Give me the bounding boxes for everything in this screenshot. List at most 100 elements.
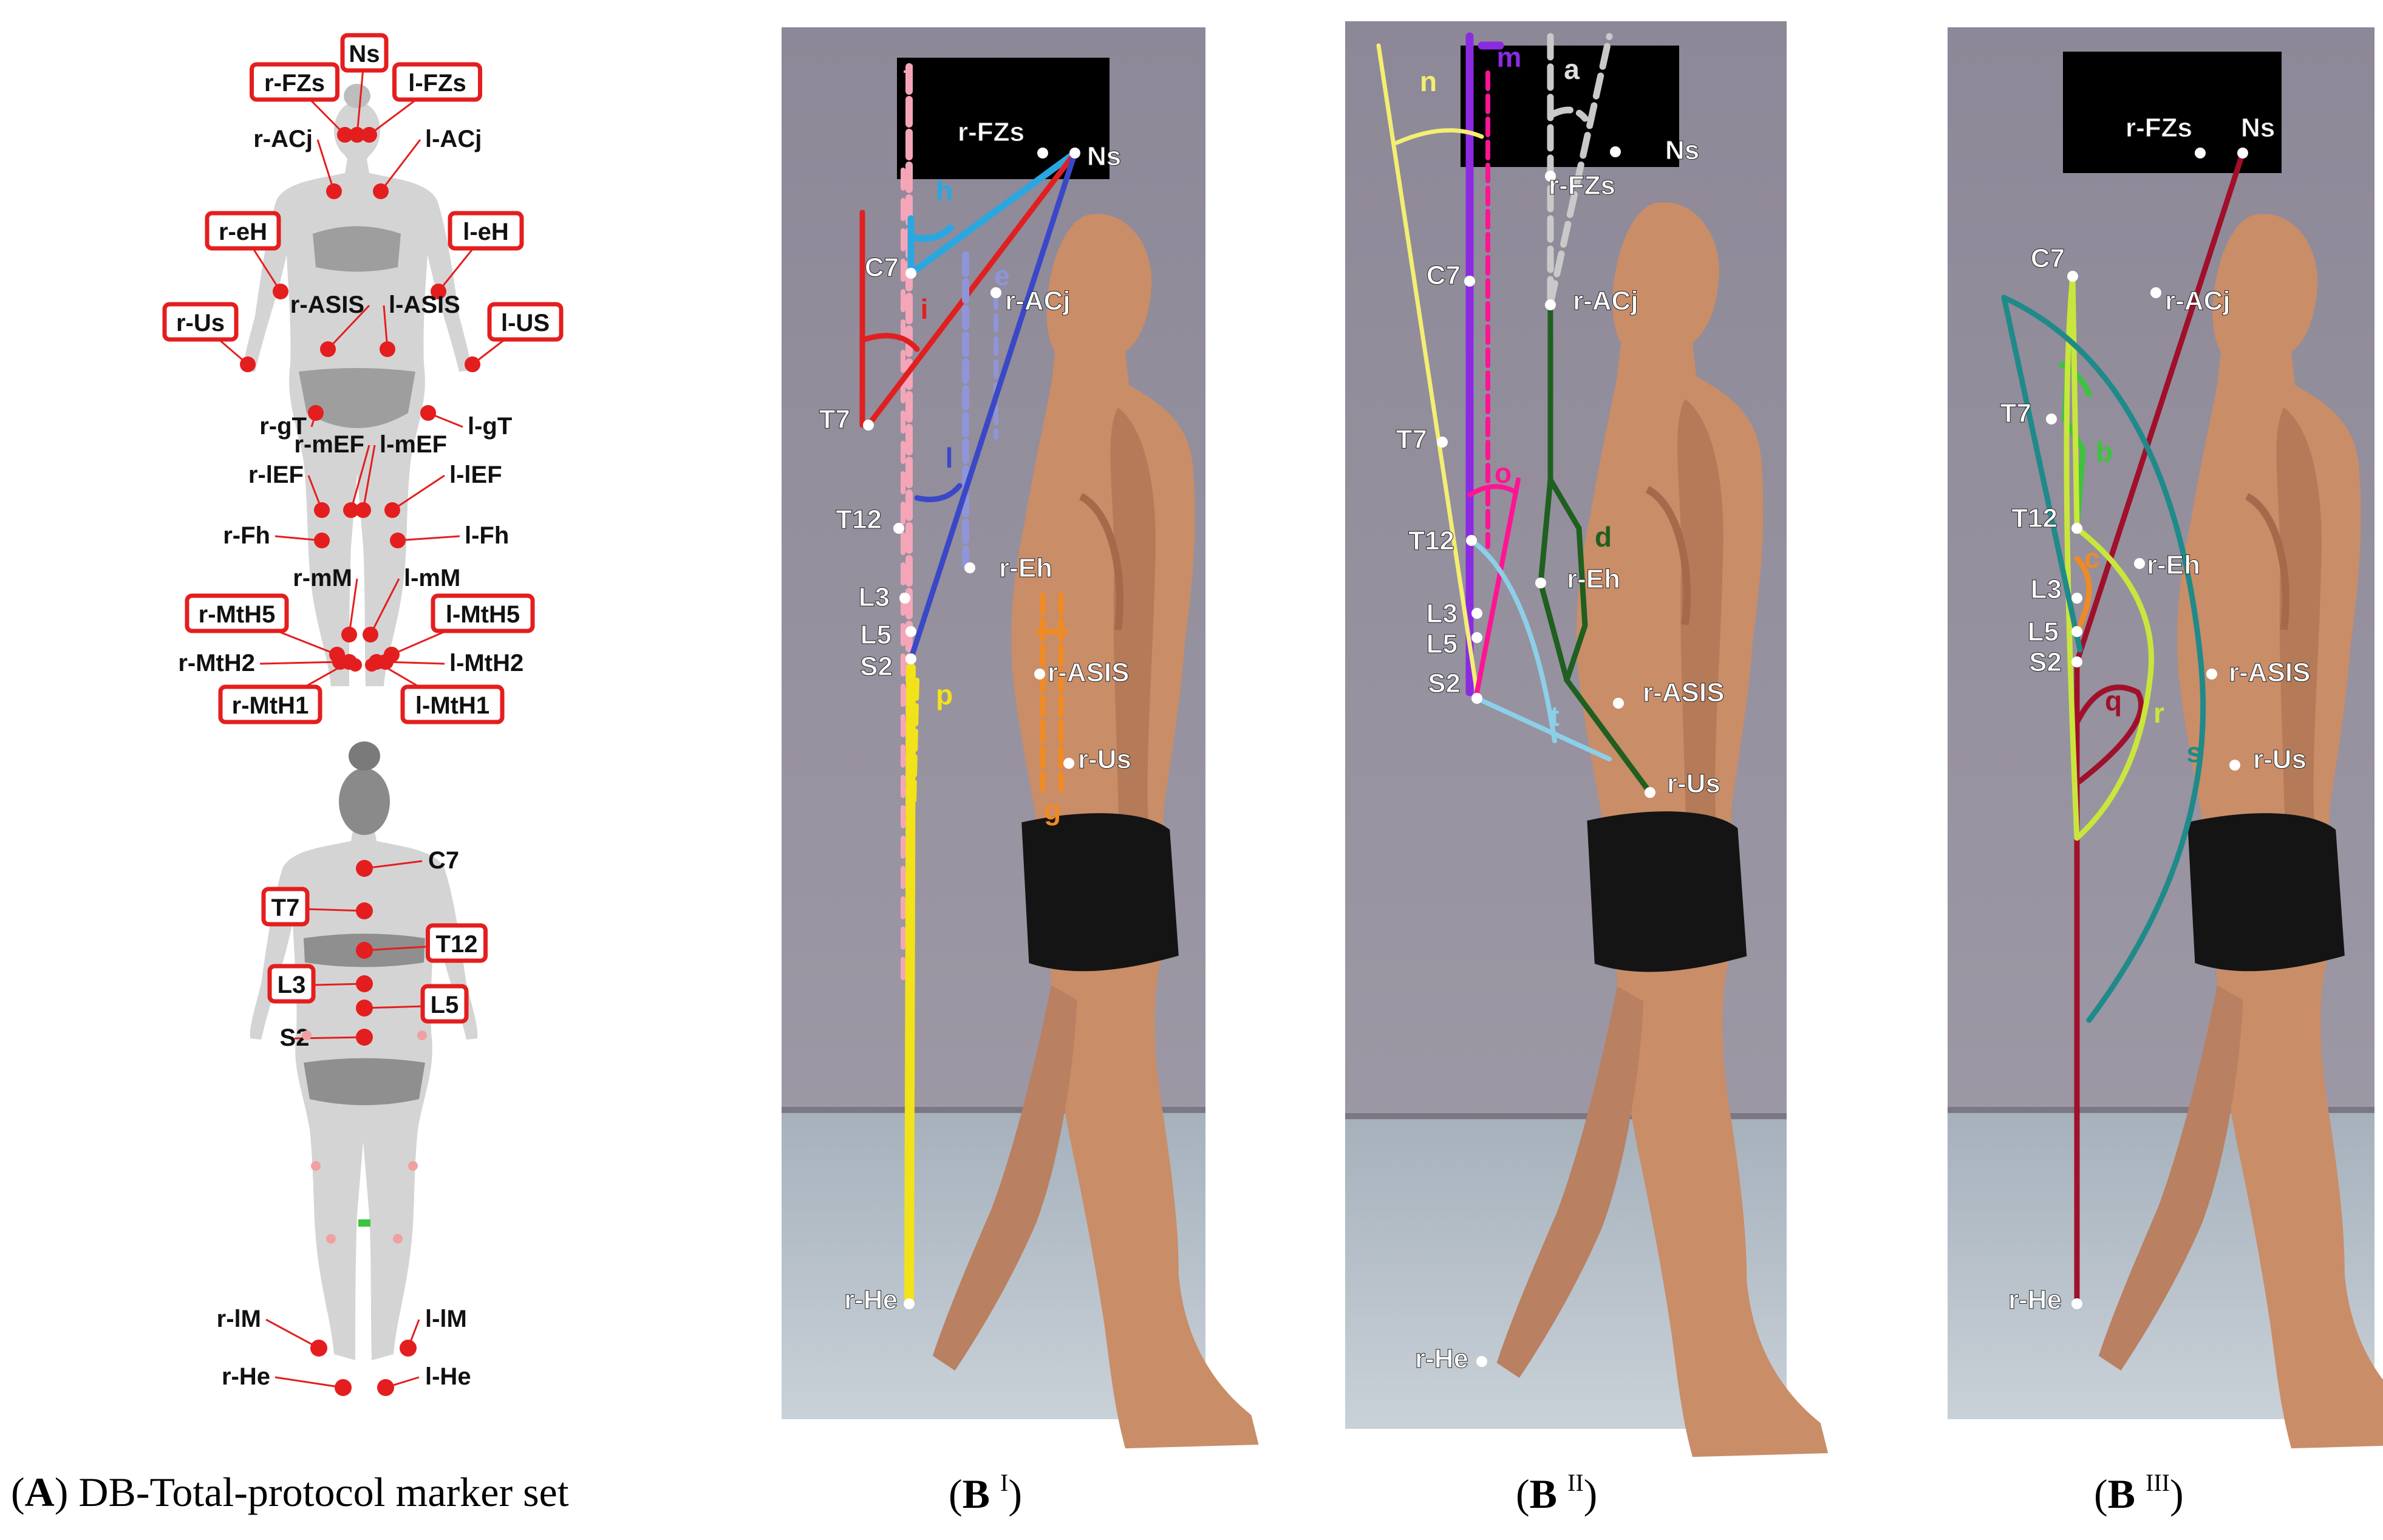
panel-b1-label-Ns: Ns <box>1087 141 1121 171</box>
panel-b3-person <box>2098 214 2383 1449</box>
panel-b3-arm <box>2276 407 2322 930</box>
leader-r-gT <box>310 412 317 428</box>
panel-b2-label-r-FZs: r-FZs <box>1549 171 1615 200</box>
panel-b2-shade <box>1645 486 1691 625</box>
panel-b2-marker-r-He <box>1476 1356 1487 1367</box>
panel-b3-marker-r-FZs <box>2195 148 2206 158</box>
panel-b2-label-C7: C7 <box>1427 261 1461 290</box>
label-C7: C7 <box>428 847 459 874</box>
panel-b3-shorts <box>2187 813 2345 972</box>
panel-b2-marker-r-Eh <box>1535 578 1546 588</box>
leader-l-ACj <box>380 139 421 192</box>
label-r-gT: r-gT <box>259 413 307 440</box>
panel-b2-param-t: t <box>1550 700 1559 732</box>
panel-b3-marker-r-ASIS <box>2206 669 2217 680</box>
panel-b3-label-L3: L3 <box>2031 574 2062 604</box>
caption-a-text: DB-Total-protocol marker set <box>68 1469 569 1515</box>
panel-b3-marker-r-ACj <box>2150 287 2161 298</box>
front-body-silhouette <box>244 84 471 686</box>
label-l-MtH5: l-MtH5 <box>446 601 520 628</box>
back-body-silhouette <box>250 741 478 1360</box>
panel-b2-arm <box>1677 399 1723 930</box>
back-hair-bun <box>349 741 380 771</box>
label-l-MtH2: l-MtH2 <box>449 650 523 676</box>
panel-b2-marker-Ns <box>1610 146 1621 157</box>
label-T7-box <box>261 887 310 927</box>
panel-b2-marker-S2 <box>1471 693 1482 704</box>
panel-b3-marker-r-Eh <box>2134 558 2145 569</box>
panel-b2-baseboard <box>1345 1113 1787 1120</box>
panel-b2-label-r-ASIS: r-ASIS <box>1643 678 1724 707</box>
hair-bun <box>344 84 370 108</box>
label-r-ACj: r-ACj <box>253 126 313 152</box>
panel-b2-param-m: m <box>1497 41 1522 73</box>
panel-b3-back-leg <box>2098 985 2243 1371</box>
label-l-MtH1: l-MtH1 <box>415 692 489 719</box>
marker-back-minor-0 <box>302 1031 312 1040</box>
caption-b2: (B II) <box>1516 1469 1598 1517</box>
marker-back-minor-3 <box>408 1161 418 1171</box>
panel-b3-param-line-q <box>2074 684 2144 786</box>
panel-b2-marker-L5 <box>1471 632 1482 643</box>
panel-b3-marker-r-He <box>2071 1298 2082 1309</box>
caption-b3-letter: B <box>2107 1471 2136 1517</box>
label-r-MtH2: r-MtH2 <box>178 650 255 676</box>
panel-b1-label-C7: C7 <box>865 253 899 282</box>
panel-b1-label-r-ASIS: r-ASIS <box>1048 658 1129 687</box>
label-r-lEF: r-lEF <box>248 462 304 488</box>
panel-b3-marker-S2 <box>2071 656 2082 667</box>
panel-b2-label-r-Us: r-Us <box>1667 769 1720 799</box>
label-r-MtH5-box <box>185 593 289 633</box>
panel-b2-param-line-o <box>1467 477 1521 695</box>
panel-b3-label-r-ASIS: r-ASIS <box>2229 658 2310 687</box>
panel-b3-param-line-s <box>2001 295 2206 1023</box>
leader-l-lEF <box>392 474 445 511</box>
panel-b1-param-i: i <box>921 293 929 325</box>
panel-b2-marker-r-FZs <box>1545 171 1556 182</box>
panel-b1-label-T7: T7 <box>819 404 850 434</box>
panel-b3-param-r: r <box>2153 697 2164 729</box>
panel-b3-param-line-c <box>2074 556 2092 635</box>
caption-b2-letter: B <box>1529 1471 1558 1517</box>
panel-b2-label-L5: L5 <box>1427 629 1457 659</box>
panel-b3-param-s: s <box>2186 737 2202 768</box>
label-l-US: l-US <box>501 310 550 336</box>
leader-r-He <box>274 1376 344 1389</box>
panel-b1-person <box>932 214 1259 1449</box>
panel-b1-param-line-h <box>907 149 1079 277</box>
marker-back-minor-5 <box>393 1234 403 1244</box>
panel-b1-shorts <box>1021 813 1179 972</box>
panel-b3-marker-Ns <box>2237 148 2248 158</box>
panel-b2-label-L3: L3 <box>1427 599 1457 629</box>
label-r-MtH1-box <box>218 684 322 724</box>
panel-b1-param-e: e <box>994 260 1010 291</box>
caption-a: (A) DB-Total-protocol marker set <box>11 1469 569 1515</box>
panel-b2-label-r-He: r-He <box>1415 1344 1468 1374</box>
label-r-Fh: r-Fh <box>223 522 270 549</box>
panel-b1-marker-Ns <box>1069 148 1080 158</box>
panel-b1-label-S2: S2 <box>860 652 893 681</box>
panel-b2-privacy-bar <box>1461 46 1679 167</box>
panel-b1-marker-r-ASIS <box>1034 669 1045 680</box>
panel-b2-label-r-ACj: r-ACj <box>1573 286 1638 316</box>
caption-b1-super: I <box>1000 1469 1009 1496</box>
panel-b3-label-C7: C7 <box>2031 244 2065 273</box>
panel-b2-label-S2: S2 <box>1428 669 1461 698</box>
panel-b2-marker-T7 <box>1437 437 1448 448</box>
marker-foot-2 <box>365 658 378 672</box>
panel-b1-marker-r-Us <box>1063 758 1074 769</box>
panel-b3-label-r-He: r-He <box>2008 1285 2062 1315</box>
panel-b1-param-l: l <box>946 442 953 474</box>
label-L5: L5 <box>431 992 459 1018</box>
marker-foot-0 <box>333 654 347 667</box>
panel-b2-param-line-n <box>1376 43 1484 695</box>
leader-r-ASIS <box>327 304 370 350</box>
panel-b1-arm <box>1110 407 1156 930</box>
panel-b2-param-n: n <box>1420 66 1437 97</box>
marker-foot-1 <box>349 658 362 672</box>
label-r-eH-box <box>205 211 281 251</box>
panel-b1-param-h: h <box>936 175 953 206</box>
label-r-eH: r-eH <box>219 219 267 245</box>
